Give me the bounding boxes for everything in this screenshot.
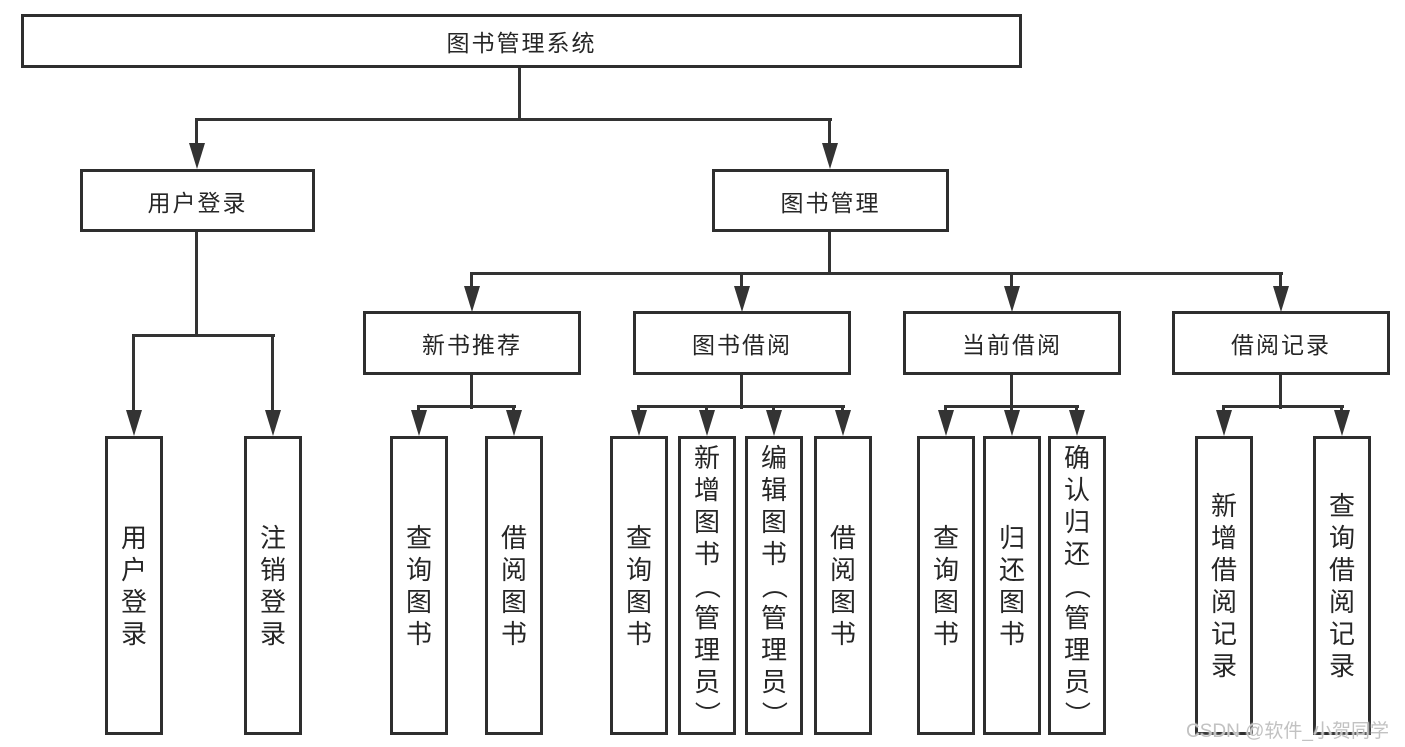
connector-line [417, 405, 516, 408]
connector-line [828, 232, 831, 275]
arrowhead-down-icon [1004, 410, 1020, 436]
leaf-logout: 注销登录 [244, 436, 302, 735]
connector-line [1279, 272, 1282, 288]
connector-line [470, 272, 473, 288]
connector-line [637, 405, 845, 408]
connector-line [1010, 272, 1013, 288]
leaf-borrow-books-recommend: 借阅图书 [485, 436, 543, 735]
leaf-add-books-admin: 新增图书（管理员） [678, 436, 736, 735]
arrowhead-down-icon [265, 410, 281, 436]
node-label: 新增借阅记录 [1210, 490, 1237, 681]
arrowhead-down-icon [766, 410, 782, 436]
node-label: 用户登录 [147, 189, 248, 216]
arrowhead-down-icon [1216, 410, 1232, 436]
node-book-management-module: 图书管理 [712, 169, 949, 232]
connector-line [470, 272, 1283, 275]
node-label: 新书推荐 [422, 332, 522, 358]
node-current-borrowing: 当前借阅 [903, 311, 1121, 375]
arrowhead-down-icon [126, 410, 142, 436]
leaf-add-borrow-record: 新增借阅记录 [1195, 436, 1253, 735]
leaf-edit-books-admin: 编辑图书（管理员） [745, 436, 803, 735]
node-root-library-system: 图书管理系统 [21, 14, 1022, 68]
node-label: 图书借阅 [692, 332, 792, 358]
connector-line [470, 375, 473, 409]
leaf-borrow-books: 借阅图书 [814, 436, 872, 735]
connector-line [518, 68, 521, 121]
node-label: 借阅图书 [500, 522, 527, 649]
connector-line [132, 334, 275, 337]
arrowhead-down-icon [822, 143, 838, 169]
leaf-query-books-borrowing: 查询图书 [610, 436, 668, 735]
node-label: 确认归还（管理员） [1061, 442, 1092, 727]
arrowhead-down-icon [1069, 410, 1085, 436]
arrowhead-down-icon [835, 410, 851, 436]
arrowhead-down-icon [506, 410, 522, 436]
node-label: 借阅图书 [829, 522, 856, 649]
connector-line [132, 334, 135, 414]
connector-line [195, 118, 198, 146]
connector-line [740, 375, 743, 409]
node-label: 借阅记录 [1231, 332, 1331, 358]
connector-line [1279, 375, 1282, 409]
leaf-query-books-current: 查询图书 [917, 436, 975, 735]
node-label: 查询图书 [405, 522, 432, 649]
arrowhead-down-icon [464, 286, 480, 312]
leaf-query-books-recommend: 查询图书 [390, 436, 448, 735]
arrowhead-down-icon [1273, 286, 1289, 312]
connector-line [740, 272, 743, 288]
node-label: 图书管理系统 [446, 30, 597, 56]
node-book-borrowing: 图书借阅 [633, 311, 851, 375]
node-label: 查询图书 [932, 522, 959, 649]
node-label: 归还图书 [998, 522, 1025, 649]
arrowhead-down-icon [631, 410, 647, 436]
node-label: 编辑图书（管理员） [758, 442, 789, 727]
node-new-book-recommend: 新书推荐 [363, 311, 581, 375]
node-label: 注销登录 [259, 522, 286, 649]
node-label: 查询借阅记录 [1328, 490, 1355, 681]
csdn-watermark: CSDN @软件_小贺同学 [1186, 721, 1389, 742]
node-borrowing-records: 借阅记录 [1172, 311, 1390, 375]
connector-line [1222, 405, 1344, 408]
arrowhead-down-icon [411, 410, 427, 436]
arrowhead-down-icon [1004, 286, 1020, 312]
connector-line [195, 232, 198, 337]
arrowhead-down-icon [938, 410, 954, 436]
connector-line [196, 118, 832, 121]
node-label: 当前借阅 [962, 332, 1062, 358]
leaf-user-login: 用户登录 [105, 436, 163, 735]
connector-line [271, 334, 274, 414]
connector-line [828, 118, 831, 146]
node-label: 新增图书（管理员） [691, 442, 722, 727]
arrowhead-down-icon [1334, 410, 1350, 436]
node-label: 用户登录 [120, 522, 147, 649]
leaf-query-borrow-record: 查询借阅记录 [1313, 436, 1371, 735]
arrowhead-down-icon [189, 143, 205, 169]
node-label: 查询图书 [625, 522, 652, 649]
arrowhead-down-icon [699, 410, 715, 436]
leaf-return-books: 归还图书 [983, 436, 1041, 735]
node-label: 图书管理 [780, 189, 881, 216]
connector-line [1010, 375, 1013, 409]
leaf-confirm-return-admin: 确认归还（管理员） [1048, 436, 1106, 735]
node-user-login-module: 用户登录 [80, 169, 315, 232]
arrowhead-down-icon [734, 286, 750, 312]
